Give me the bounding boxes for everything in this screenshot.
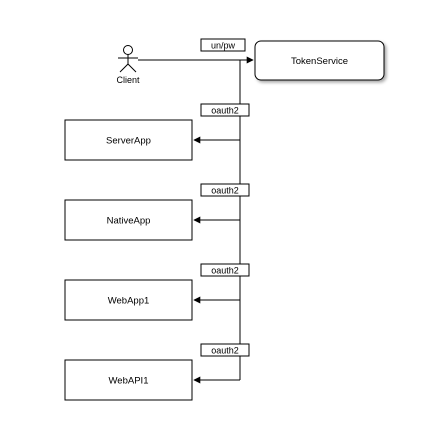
oauth-label-3: oauth2	[211, 266, 239, 276]
oauth-label-box-2: oauth2	[200, 183, 250, 197]
oauth-label-box-3: oauth2	[200, 263, 250, 277]
oauth-label-box-4: oauth2	[200, 343, 250, 357]
web-api1-label: WebAPI1	[109, 376, 149, 387]
web-api1-node: WebAPI1	[64, 359, 193, 401]
client-actor: Client	[116, 45, 140, 85]
server-app-node: ServerApp	[64, 119, 193, 161]
token-service-node: TokenService	[254, 40, 385, 81]
client-label: Client	[116, 75, 140, 85]
oauth-label-box-1: oauth2	[200, 103, 250, 117]
native-app-node: NativeApp	[64, 199, 193, 241]
stick-figure-icon	[118, 45, 138, 73]
credentials-label-box: un/pw	[200, 38, 246, 52]
web-app1-node: WebApp1	[64, 279, 193, 321]
token-service-label: TokenService	[291, 56, 348, 67]
oauth-label-1: oauth2	[211, 106, 239, 116]
oauth-label-4: oauth2	[211, 346, 239, 356]
credentials-label: un/pw	[211, 41, 236, 51]
oauth-label-2: oauth2	[211, 186, 239, 196]
web-app1-label: WebApp1	[108, 296, 150, 307]
server-app-label: ServerApp	[106, 136, 151, 147]
native-app-label: NativeApp	[107, 216, 151, 227]
